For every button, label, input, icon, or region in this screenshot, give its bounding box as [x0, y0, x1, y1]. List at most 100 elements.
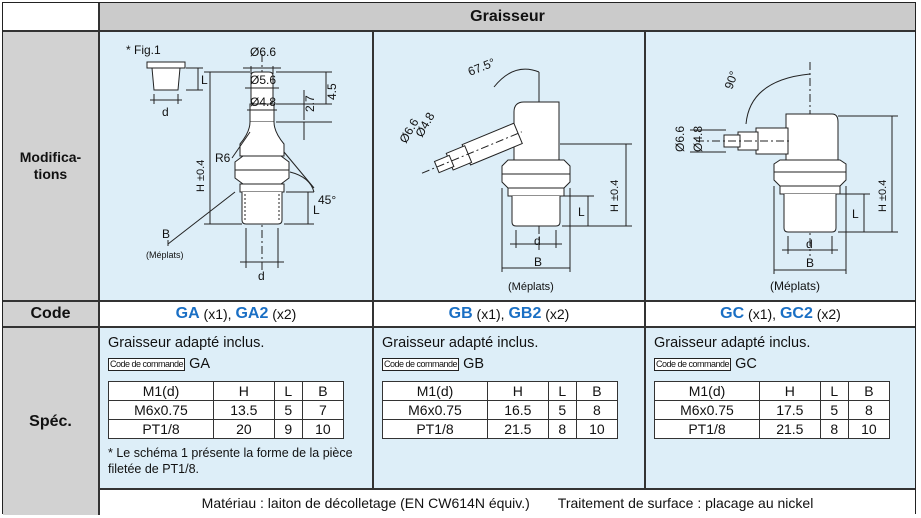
ga-fig-label: * Fig.1	[126, 43, 161, 57]
table-cell: 20	[213, 419, 275, 439]
gc-l: L	[852, 207, 859, 221]
table-header: L	[547, 381, 577, 401]
order-code-value: GA	[189, 356, 211, 372]
table-cell: 17.5	[759, 400, 821, 420]
header-title-cell: Graisseur	[99, 3, 915, 31]
ga-fig-d: d	[162, 105, 169, 119]
code-gb-qty: (x1),	[472, 306, 509, 322]
table-cell: 7	[301, 400, 345, 420]
table-header: L	[819, 381, 849, 401]
order-code-value: GB	[463, 356, 485, 372]
spec-gb-order-code: Code de commande GB	[382, 355, 638, 373]
surface-treatment-text: Traitement de surface : placage au nicke…	[557, 494, 814, 511]
gb-angle: 67.5°	[466, 55, 498, 79]
table-header: B	[301, 381, 345, 401]
row-label-modifications-text: Modifica- tions	[19, 149, 82, 182]
table-row: M6x0.75 13.5 5 7	[108, 400, 345, 420]
code-ga2: GA2	[235, 305, 269, 322]
code-gc: GC	[720, 305, 745, 322]
table-header: L	[273, 381, 303, 401]
code-gb2: GB2	[508, 305, 542, 322]
table-cell: M6x0.75	[382, 400, 488, 420]
code-ga-qty: (x1),	[199, 306, 236, 322]
gc-angle: 90°	[722, 69, 741, 91]
table-header: M1(d)	[382, 381, 488, 401]
code-gb2-qty: (x2)	[541, 306, 570, 322]
table-header: M1(d)	[108, 381, 214, 401]
table-cell: 21.5	[759, 419, 821, 439]
row-label-spec-text: Spéc.	[29, 412, 72, 430]
ga-h: H ±0.4	[195, 160, 207, 192]
gc-b: B	[806, 256, 814, 270]
code-gc2: GC2	[779, 305, 813, 322]
code-ga2-qty: (x2)	[268, 306, 297, 322]
code-gc-qty: (x1),	[744, 306, 780, 322]
spec-gc: Graisseur adapté inclus. Code de command…	[645, 327, 915, 489]
table-cell: 10	[847, 419, 891, 439]
gb-meplats: (Méplats)	[508, 281, 554, 293]
spec-ga-order-code: Code de commande GA	[108, 355, 366, 373]
table-header-row: M1(d) H L B	[654, 381, 891, 401]
table-cell: PT1/8	[108, 419, 214, 439]
gc-d48: Ø4.8	[691, 126, 705, 152]
spec-ga-title: Graisseur adapté inclus.	[108, 335, 265, 351]
table-cell: 13.5	[213, 400, 275, 420]
order-code-label: Code de commande	[108, 357, 186, 371]
material-text: Matériau : laiton de décolletage (EN CW6…	[201, 494, 530, 511]
table-header: B	[847, 381, 891, 401]
table-cell: 8	[819, 419, 849, 439]
table-header: M1(d)	[654, 381, 760, 401]
order-code-label: Code de commande	[654, 357, 732, 371]
drawing-ga: * Fig.1 L d	[99, 31, 373, 301]
code-gc2-qty: (x2)	[812, 306, 841, 322]
spec-ga-note: * Le schéma 1 présente la forme de la pi…	[108, 446, 353, 476]
gc-d: d	[806, 237, 813, 251]
ga-meplats: (Méplats)	[146, 250, 184, 260]
spec-ga: Graisseur adapté inclus. Code de command…	[99, 327, 373, 489]
gb-d48: Ø4.8	[412, 110, 437, 140]
drawing-gb: 67.5° Ø6.6 Ø4.8 H ±0.4 L d B (Méplat	[373, 31, 645, 301]
gc-h: H ±0.4	[877, 180, 889, 212]
ga-fig-l: L	[201, 73, 208, 87]
header-corner	[3, 3, 99, 31]
code-ga: GA	[175, 305, 200, 322]
table-header: B	[575, 381, 619, 401]
code-cell-gc: GC (x1), GC2 (x2)	[645, 301, 915, 327]
table-cell: PT1/8	[382, 419, 488, 439]
drawing-gc: 90° Ø6.6 Ø4.8 H ±0.4 L d B	[645, 31, 915, 301]
gb-b: B	[534, 255, 542, 269]
order-code-label: Code de commande	[382, 357, 460, 371]
gb-h: H ±0.4	[609, 180, 621, 212]
ga-b: B	[162, 227, 170, 241]
gc-d66: Ø6.6	[673, 126, 687, 152]
table-header-row: M1(d) H L B	[382, 381, 619, 401]
ga-d66: Ø6.6	[250, 45, 276, 59]
ga-a45: 45°	[318, 193, 336, 207]
table-cell: 5	[819, 400, 849, 420]
spec-ga-table: M1(d) H L B M6x0.75 13.5 5 7 PT1/8 20 9 …	[108, 381, 345, 439]
table-row: PT1/8 21.5 8 10	[382, 419, 619, 439]
table-header: H	[759, 381, 821, 401]
ga-d48: Ø4.8	[250, 95, 276, 109]
table-cell: M6x0.75	[108, 400, 214, 420]
page-title: Graisseur	[470, 7, 545, 25]
table-cell: 5	[547, 400, 577, 420]
table-cell: 8	[547, 419, 577, 439]
ga-d56: Ø5.6	[250, 73, 276, 87]
row-label-code-text: Code	[30, 305, 71, 322]
ga-r6: R6	[215, 151, 231, 165]
table-cell: 16.5	[487, 400, 549, 420]
spec-gc-table: M1(d) H L B M6x0.75 17.5 5 8 PT1/8 21.5 …	[654, 381, 891, 439]
table-row: PT1/8 20 9 10	[108, 419, 345, 439]
table-cell: M6x0.75	[654, 400, 760, 420]
table-cell: 10	[575, 419, 619, 439]
gb-d: d	[534, 234, 541, 248]
table-header: H	[487, 381, 549, 401]
table-cell: 9	[273, 419, 303, 439]
table-cell: 5	[273, 400, 303, 420]
table-row: M6x0.75 16.5 5 8	[382, 400, 619, 420]
ga-v27: 2.7	[303, 95, 317, 112]
spec-gc-order-code: Code de commande GC	[654, 355, 909, 373]
code-cell-ga: GA (x1), GA2 (x2)	[99, 301, 373, 327]
